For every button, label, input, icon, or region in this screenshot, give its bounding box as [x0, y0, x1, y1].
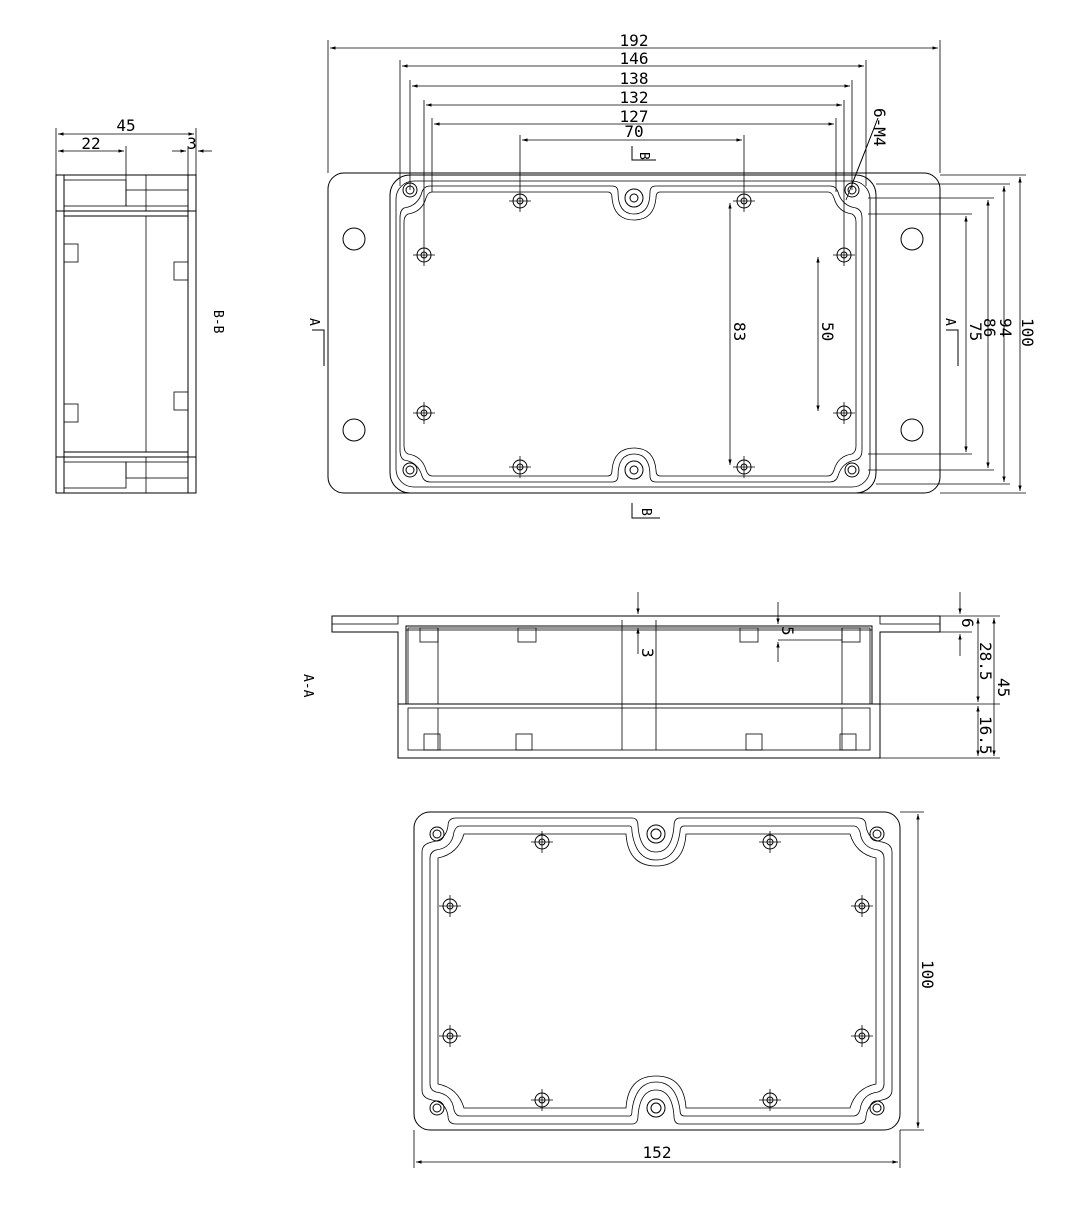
dim-138: 138 — [620, 69, 649, 88]
dim-45: 45 — [116, 116, 135, 135]
flange-hole — [342, 227, 366, 251]
view-title-a-a: A-A — [300, 674, 315, 698]
dim-192: 192 — [620, 31, 649, 50]
dim-75: 75 — [966, 322, 985, 341]
gasket-groove-inner — [403, 191, 857, 477]
flange-outline — [327, 172, 941, 494]
dim-100: 100 — [1018, 318, 1037, 347]
dim-6-section: 6 — [958, 618, 977, 628]
dim-152: 152 — [643, 1143, 672, 1162]
screw-note: 6-M4 — [870, 108, 889, 147]
dim-3-section: 3 — [638, 648, 657, 658]
dim-86: 86 — [980, 318, 999, 337]
dim-100-bottom: 100 — [918, 960, 937, 989]
section-marker-b: B — [638, 508, 653, 516]
flange-hole — [900, 418, 924, 442]
gasket-groove — [399, 185, 863, 483]
bottom-view: 152 100 — [413, 811, 937, 1168]
dim-146: 146 — [620, 49, 649, 68]
dim-45-section: 45 — [994, 678, 1013, 697]
dim-16-5-section: 16.5 — [976, 716, 995, 755]
section-marker-b: B — [636, 152, 651, 160]
section-marker-a: A — [942, 318, 957, 326]
box-inner-1 — [395, 180, 871, 488]
dim-50: 50 — [818, 322, 837, 341]
dim-28-5-section: 28.5 — [976, 642, 995, 681]
view-title-b-b: B-B — [210, 310, 225, 334]
bottom-outline — [413, 811, 901, 1131]
dim-94: 94 — [996, 318, 1015, 337]
box-outer — [389, 174, 877, 494]
dim-70: 70 — [624, 122, 643, 141]
dim-132: 132 — [620, 88, 649, 107]
flange-hole — [900, 227, 924, 251]
dim-3: 3 — [187, 134, 197, 153]
flange-hole — [342, 418, 366, 442]
section-marker-a: A — [306, 318, 321, 326]
front-section-view: 3 5 6 28.5 45 16.5 A-A — [300, 592, 1013, 759]
side-section-view: 45 22 3 B-B — [55, 116, 225, 494]
top-view: 192 146 138 132 127 70 6-M4 B B A A 83 5… — [306, 31, 1037, 519]
dim-83: 83 — [730, 322, 749, 341]
dim-22: 22 — [81, 134, 100, 153]
dim-5-section: 5 — [778, 626, 797, 636]
dim-127: 127 — [620, 107, 649, 126]
